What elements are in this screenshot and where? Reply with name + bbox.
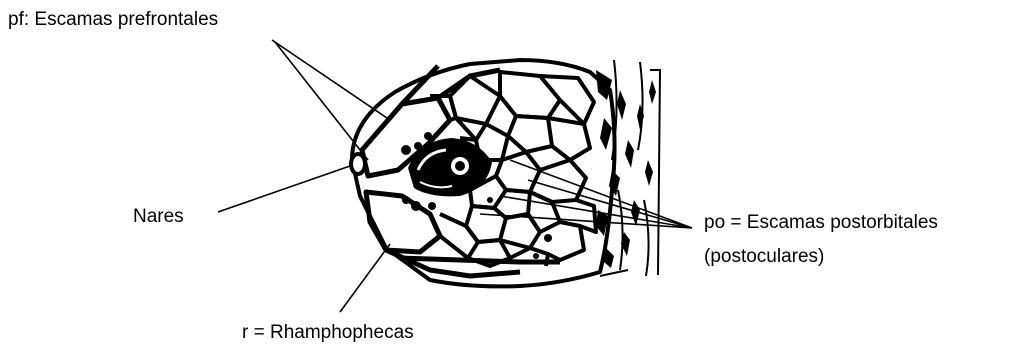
nostril — [351, 154, 365, 174]
leader-prefrontal-a — [272, 40, 387, 118]
leader-nares — [218, 166, 350, 212]
leader-rhamphotheca — [340, 244, 390, 312]
leader-prefrontal-b — [275, 42, 368, 160]
label-postorbital-alt: (postoculares) — [704, 246, 824, 268]
rhamphotheca-scale — [366, 192, 560, 276]
label-rhamphotheca: r = Rhamphophecas — [242, 322, 414, 344]
label-nares: Nares — [133, 206, 184, 228]
label-postorbital: po = Escamas postorbitales — [704, 212, 938, 234]
label-prefrontal: pf: Escamas prefrontales — [8, 9, 218, 31]
